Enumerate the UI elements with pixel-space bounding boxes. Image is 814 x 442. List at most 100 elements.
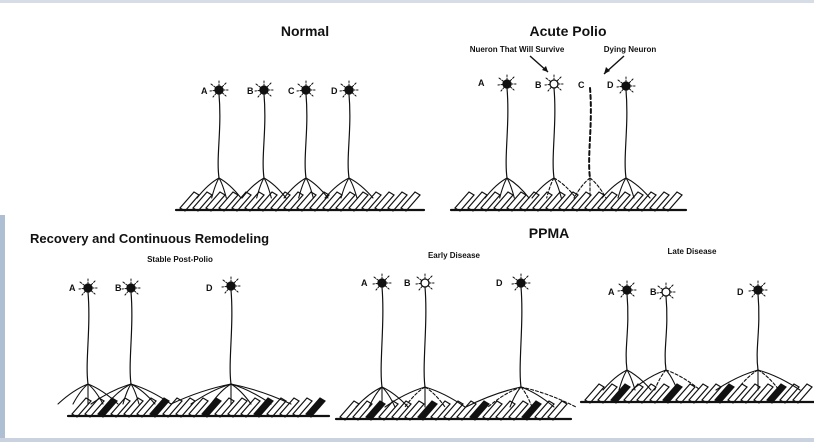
late-b-dendrite <box>657 292 662 293</box>
early-label-d: D <box>496 278 503 288</box>
early-a-dendrite <box>374 277 378 280</box>
recovery-a-dendrite <box>82 291 85 295</box>
dying-arrowhead <box>604 67 610 74</box>
late-a-axon <box>626 294 628 370</box>
recovery-d-dendrite <box>225 289 228 293</box>
late-b-dendrite <box>658 286 662 289</box>
late-b-axon <box>665 296 667 370</box>
normal-a-dendrite <box>222 83 226 87</box>
recovery-a-dendrite <box>79 288 84 289</box>
normal-a-dendrite <box>222 93 226 96</box>
normal-d-dendrite <box>352 93 356 96</box>
normal-c-dendrite <box>309 83 313 87</box>
recovery-d-axon-branch <box>191 384 231 404</box>
acute-a-dendrite <box>510 87 514 90</box>
early-a-dendrite <box>385 276 389 280</box>
early-d-dendrite <box>524 276 528 280</box>
recovery-d-dendrite <box>234 289 238 292</box>
early-d-dendrite <box>513 277 517 280</box>
late-d-dendrite <box>752 293 755 297</box>
late-a-dendrite <box>619 284 623 287</box>
normal-a-dendrite <box>211 84 215 87</box>
acute-d-axon <box>625 90 627 178</box>
acute-b-dendrite <box>557 87 561 90</box>
normal-d-dendrite <box>341 84 345 87</box>
late-disease-label: Late Disease <box>668 247 717 256</box>
recovery-b-dendrite <box>125 291 128 295</box>
acute-c-axon <box>589 88 591 178</box>
early-b-dendrite <box>416 283 421 284</box>
early-b-dendrite <box>428 286 432 289</box>
late-d-dendrite <box>750 284 754 287</box>
late-d-axon <box>757 294 759 370</box>
recovery-a-dendrite <box>91 291 95 294</box>
acute-d-dendrite <box>617 86 622 87</box>
normal-d-dendrite <box>352 83 356 87</box>
normal-b-dendrite <box>255 90 260 91</box>
early-a-dendrite <box>376 286 379 290</box>
early-label-b: B <box>404 278 411 288</box>
acute-d-dendrite <box>629 79 633 83</box>
late-label-d: D <box>737 287 744 297</box>
late-b-dendrite <box>660 295 663 299</box>
recovery-label-b: B <box>115 283 122 293</box>
recovery-b-axon <box>130 292 132 384</box>
normal-d-dendrite <box>340 90 345 91</box>
late-a-dendrite <box>630 283 634 287</box>
acute-polio-title: Acute Polio <box>529 23 606 39</box>
surviving-neuron-annotation: Nueron That Will Survive <box>470 45 565 54</box>
normal-b-dendrite <box>267 93 271 96</box>
normal-a-dendrite <box>213 93 216 97</box>
normal-d-axon <box>348 94 350 178</box>
dying-neuron-annotation: Dying Neuron <box>604 45 657 54</box>
acute-b-dendrite <box>546 78 550 81</box>
early-d-axon <box>520 287 522 387</box>
acute-b-axon <box>553 88 555 178</box>
acute-a-axon <box>506 88 508 178</box>
acute-label-c: C <box>578 80 585 90</box>
acute-b-dendrite <box>548 87 551 91</box>
early-d-dendrite <box>512 283 517 284</box>
normal-b-dendrite <box>258 93 261 97</box>
normal-b-axon-branch <box>264 178 271 198</box>
acute-d-dendrite <box>618 80 622 83</box>
recovery-b-dendrite <box>123 282 127 285</box>
normal-label-c: C <box>288 86 295 96</box>
acute-a-dendrite <box>501 87 504 91</box>
late-b-dendrite <box>669 285 673 289</box>
early-d-dendrite <box>515 286 518 290</box>
normal-a-axon <box>218 94 220 178</box>
normal-b-dendrite <box>256 84 260 87</box>
acute-label-b: B <box>535 80 542 90</box>
early-d-axon-branch <box>488 387 521 407</box>
normal-c-dendrite <box>297 90 302 91</box>
acute-a-dendrite <box>499 78 503 81</box>
recovery-a-dendrite <box>80 282 84 285</box>
late-label-a: A <box>608 287 615 297</box>
normal-c-dendrite <box>309 93 313 96</box>
early-b-dendrite <box>417 277 421 280</box>
early-a-dendrite <box>373 283 378 284</box>
recovery-b-dendrite <box>134 281 138 285</box>
normal-b-axon <box>263 94 265 178</box>
recovery-a-axon <box>87 292 89 384</box>
early-b-axon <box>424 287 426 387</box>
acute-d-dendrite <box>620 89 623 93</box>
normal-c-axon <box>305 94 307 178</box>
early-b-dendrite <box>419 286 422 290</box>
recovery-d-dendrite <box>234 279 238 283</box>
normal-a-dendrite <box>210 90 215 91</box>
normal-c-dendrite <box>300 93 303 97</box>
recovery-label-a: A <box>69 283 76 293</box>
normal-label-b: B <box>247 86 254 96</box>
recovery-d-dendrite <box>222 286 227 287</box>
late-d-dendrite <box>761 283 765 287</box>
early-a-axon <box>381 287 383 387</box>
early-label-a: A <box>361 278 368 288</box>
early-b-dendrite <box>428 276 432 280</box>
recovery-d-dendrite <box>223 280 227 283</box>
normal-b-dendrite <box>267 83 271 87</box>
late-label-b: B <box>650 287 657 297</box>
